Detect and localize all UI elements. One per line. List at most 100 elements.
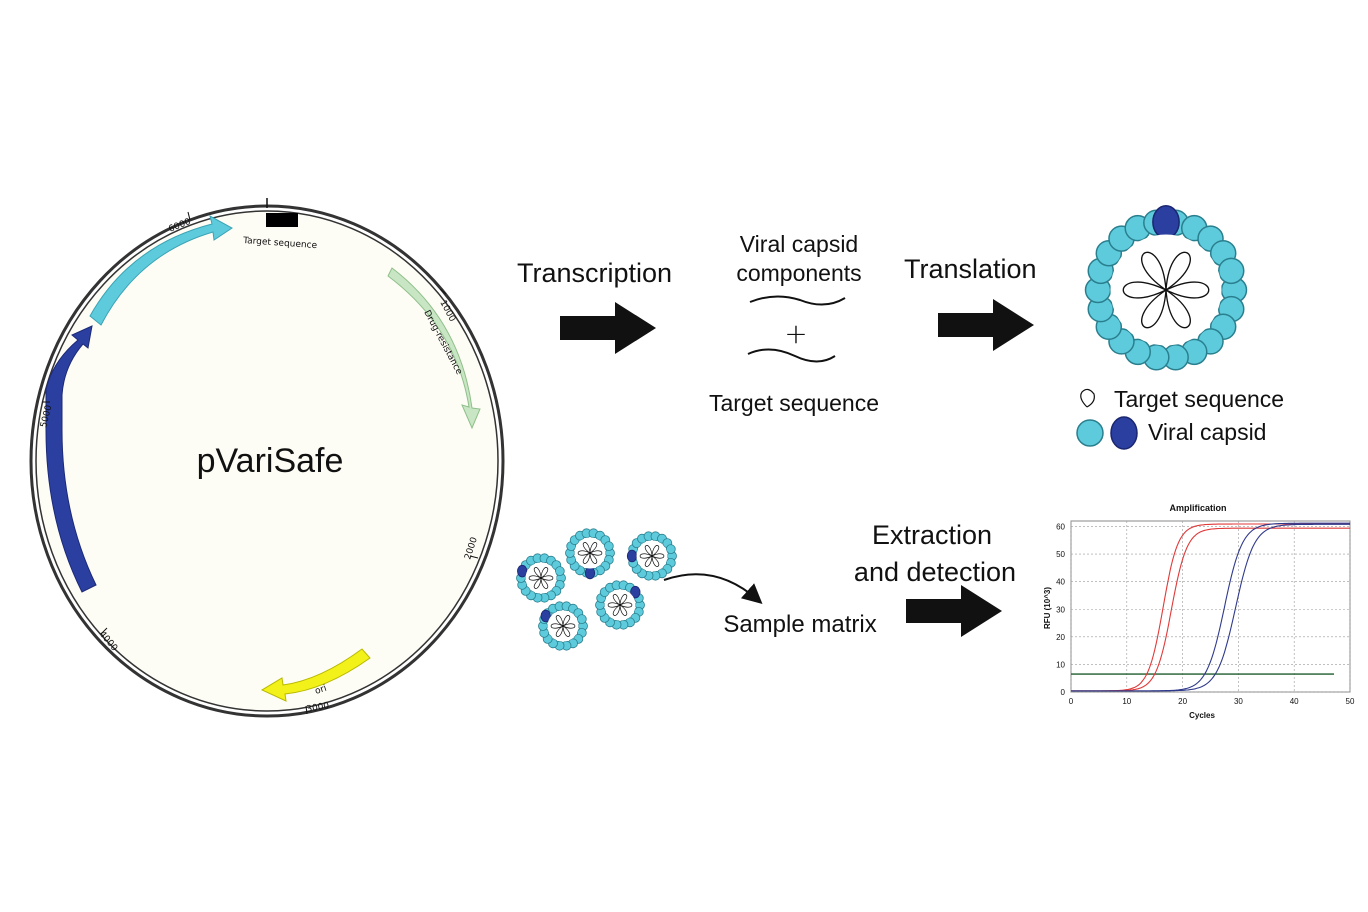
- chart-grid: [1070, 521, 1351, 693]
- target-sequence-loop: [577, 550, 591, 556]
- viral-capsid-legend-icon: [1110, 416, 1138, 450]
- target-sequence-loop: [1141, 289, 1167, 329]
- viral-capsid: [517, 564, 528, 578]
- target-sequence-loop: [589, 550, 603, 556]
- target-sequence-loop: [533, 577, 542, 589]
- capsid-protein-legend-icon: [1076, 419, 1104, 447]
- capsid-protein: [1217, 257, 1245, 285]
- chart-lines: [1071, 522, 1350, 692]
- x-tick-label: 0: [1069, 697, 1074, 706]
- target-sequence-loop: [555, 625, 564, 637]
- viral-capsid: [584, 566, 596, 580]
- viral-capsid: [626, 549, 638, 563]
- target-sequence-loop: [651, 545, 660, 557]
- target-sequence-loop: [619, 604, 628, 616]
- target-sequence-loop: [540, 575, 554, 581]
- chart-xlabel: Cycles: [1189, 711, 1215, 720]
- plasmid-map: Target sequence Drug-resistance ori 1000…: [29, 198, 505, 718]
- y-tick-label: 20: [1056, 633, 1065, 642]
- viral-components-line1: Viral capsid: [740, 231, 858, 257]
- target-sequence-label: Target sequence: [709, 390, 879, 416]
- chart-title: Amplification: [1169, 503, 1226, 513]
- drug-resistance-arrow: [387, 267, 481, 430]
- amplification-curve: [1071, 523, 1350, 692]
- amplification-curve: [1071, 522, 1350, 692]
- y-tick-label: 50: [1056, 550, 1065, 559]
- target-sequence-loop: [562, 623, 576, 629]
- target-sequence-block: [266, 213, 298, 227]
- virus-like-particle: [1084, 205, 1248, 371]
- target-sequence-loop: [1165, 251, 1191, 291]
- viral-components-line2: components: [736, 260, 861, 286]
- capsid-protein: [554, 566, 565, 577]
- tick-3000: 3000: [306, 701, 331, 715]
- target-sequence-loop: [619, 594, 628, 606]
- x-tick-label: 20: [1178, 697, 1187, 706]
- extraction-arrow: [906, 585, 1002, 637]
- target-sequence-loop: [533, 567, 542, 579]
- y-tick-label: 40: [1056, 578, 1065, 587]
- rna-strand-capsid: [749, 295, 846, 306]
- to-sample-arrow: [663, 573, 763, 604]
- target-sequence-loop: [562, 615, 571, 627]
- target-sequence-loop: [582, 542, 591, 554]
- capsid-gene-arrow-dark: [45, 325, 97, 593]
- transcription-label: Transcription: [517, 258, 672, 288]
- extraction-line1: Extraction: [872, 520, 992, 550]
- target-sequence-loop: [555, 615, 564, 627]
- target-sequence-loop: [612, 594, 621, 606]
- plasmid-backbone: [35, 210, 499, 712]
- ori-arrow: [260, 648, 371, 702]
- y-tick-label: 0: [1061, 688, 1066, 697]
- sample-matrix-label: Sample matrix: [723, 611, 876, 638]
- chart-ylabel: RFU (10^3): [1043, 587, 1052, 629]
- rna-strand-target: [747, 348, 836, 363]
- x-tick-label: 40: [1290, 697, 1299, 706]
- viral-capsid: [1152, 205, 1180, 239]
- y-tick-label: 10: [1056, 660, 1065, 669]
- target-sequence-loop: [589, 552, 598, 564]
- plus-sign: +: [784, 317, 807, 350]
- target-sequence-loop: [562, 625, 571, 637]
- capsid-protein: [665, 544, 676, 555]
- target-sequence-loop: [540, 577, 549, 589]
- translation-label: Translation: [904, 254, 1037, 284]
- ori-label: ori: [314, 684, 328, 697]
- viral-capsid: [540, 609, 551, 623]
- target-sequence-loop: [619, 602, 633, 608]
- target-sequence-loop: [582, 552, 591, 564]
- legend: Target sequence Viral capsid: [1076, 386, 1284, 450]
- x-tick-label: 10: [1122, 697, 1131, 706]
- target-sequence-legend-icon: [1080, 388, 1095, 408]
- target-sequence-loop: [1141, 251, 1167, 291]
- target-sequence-loop: [550, 623, 564, 629]
- y-tick-label: 30: [1056, 605, 1065, 614]
- target-sequence-loop: [644, 545, 653, 557]
- target-sequence-loop: [651, 555, 660, 567]
- capsid-gene-arrow-light: [89, 215, 233, 326]
- extraction-line2: and detection: [854, 557, 1016, 587]
- x-tick-label: 50: [1346, 697, 1355, 706]
- particle-cluster: [516, 528, 677, 651]
- target-sequence-loop: [644, 555, 653, 567]
- legend-viral-capsid: Viral capsid: [1148, 419, 1266, 445]
- legend-target-sequence: Target sequence: [1114, 386, 1284, 412]
- plasmid-name: pVariSafe: [197, 442, 344, 480]
- target-sequence-loop: [639, 553, 653, 559]
- viral-capsid: [630, 585, 641, 599]
- capsid-protein: [603, 541, 614, 552]
- target-sequence-loop: [528, 575, 542, 581]
- target-sequence-loop: [1165, 281, 1210, 299]
- x-tick-label: 30: [1234, 697, 1243, 706]
- amplification-curve: [1071, 523, 1350, 692]
- target-sequence-loop: [612, 604, 621, 616]
- translation-arrow: [938, 299, 1034, 351]
- chart-frame: [1070, 520, 1351, 693]
- target-sequence-loop: [607, 602, 621, 608]
- target-sequence-loop: [540, 567, 549, 579]
- target-sequence-loop: [651, 553, 665, 559]
- target-sequence-loop: [1165, 289, 1191, 329]
- target-sequence-loop: [1122, 281, 1167, 299]
